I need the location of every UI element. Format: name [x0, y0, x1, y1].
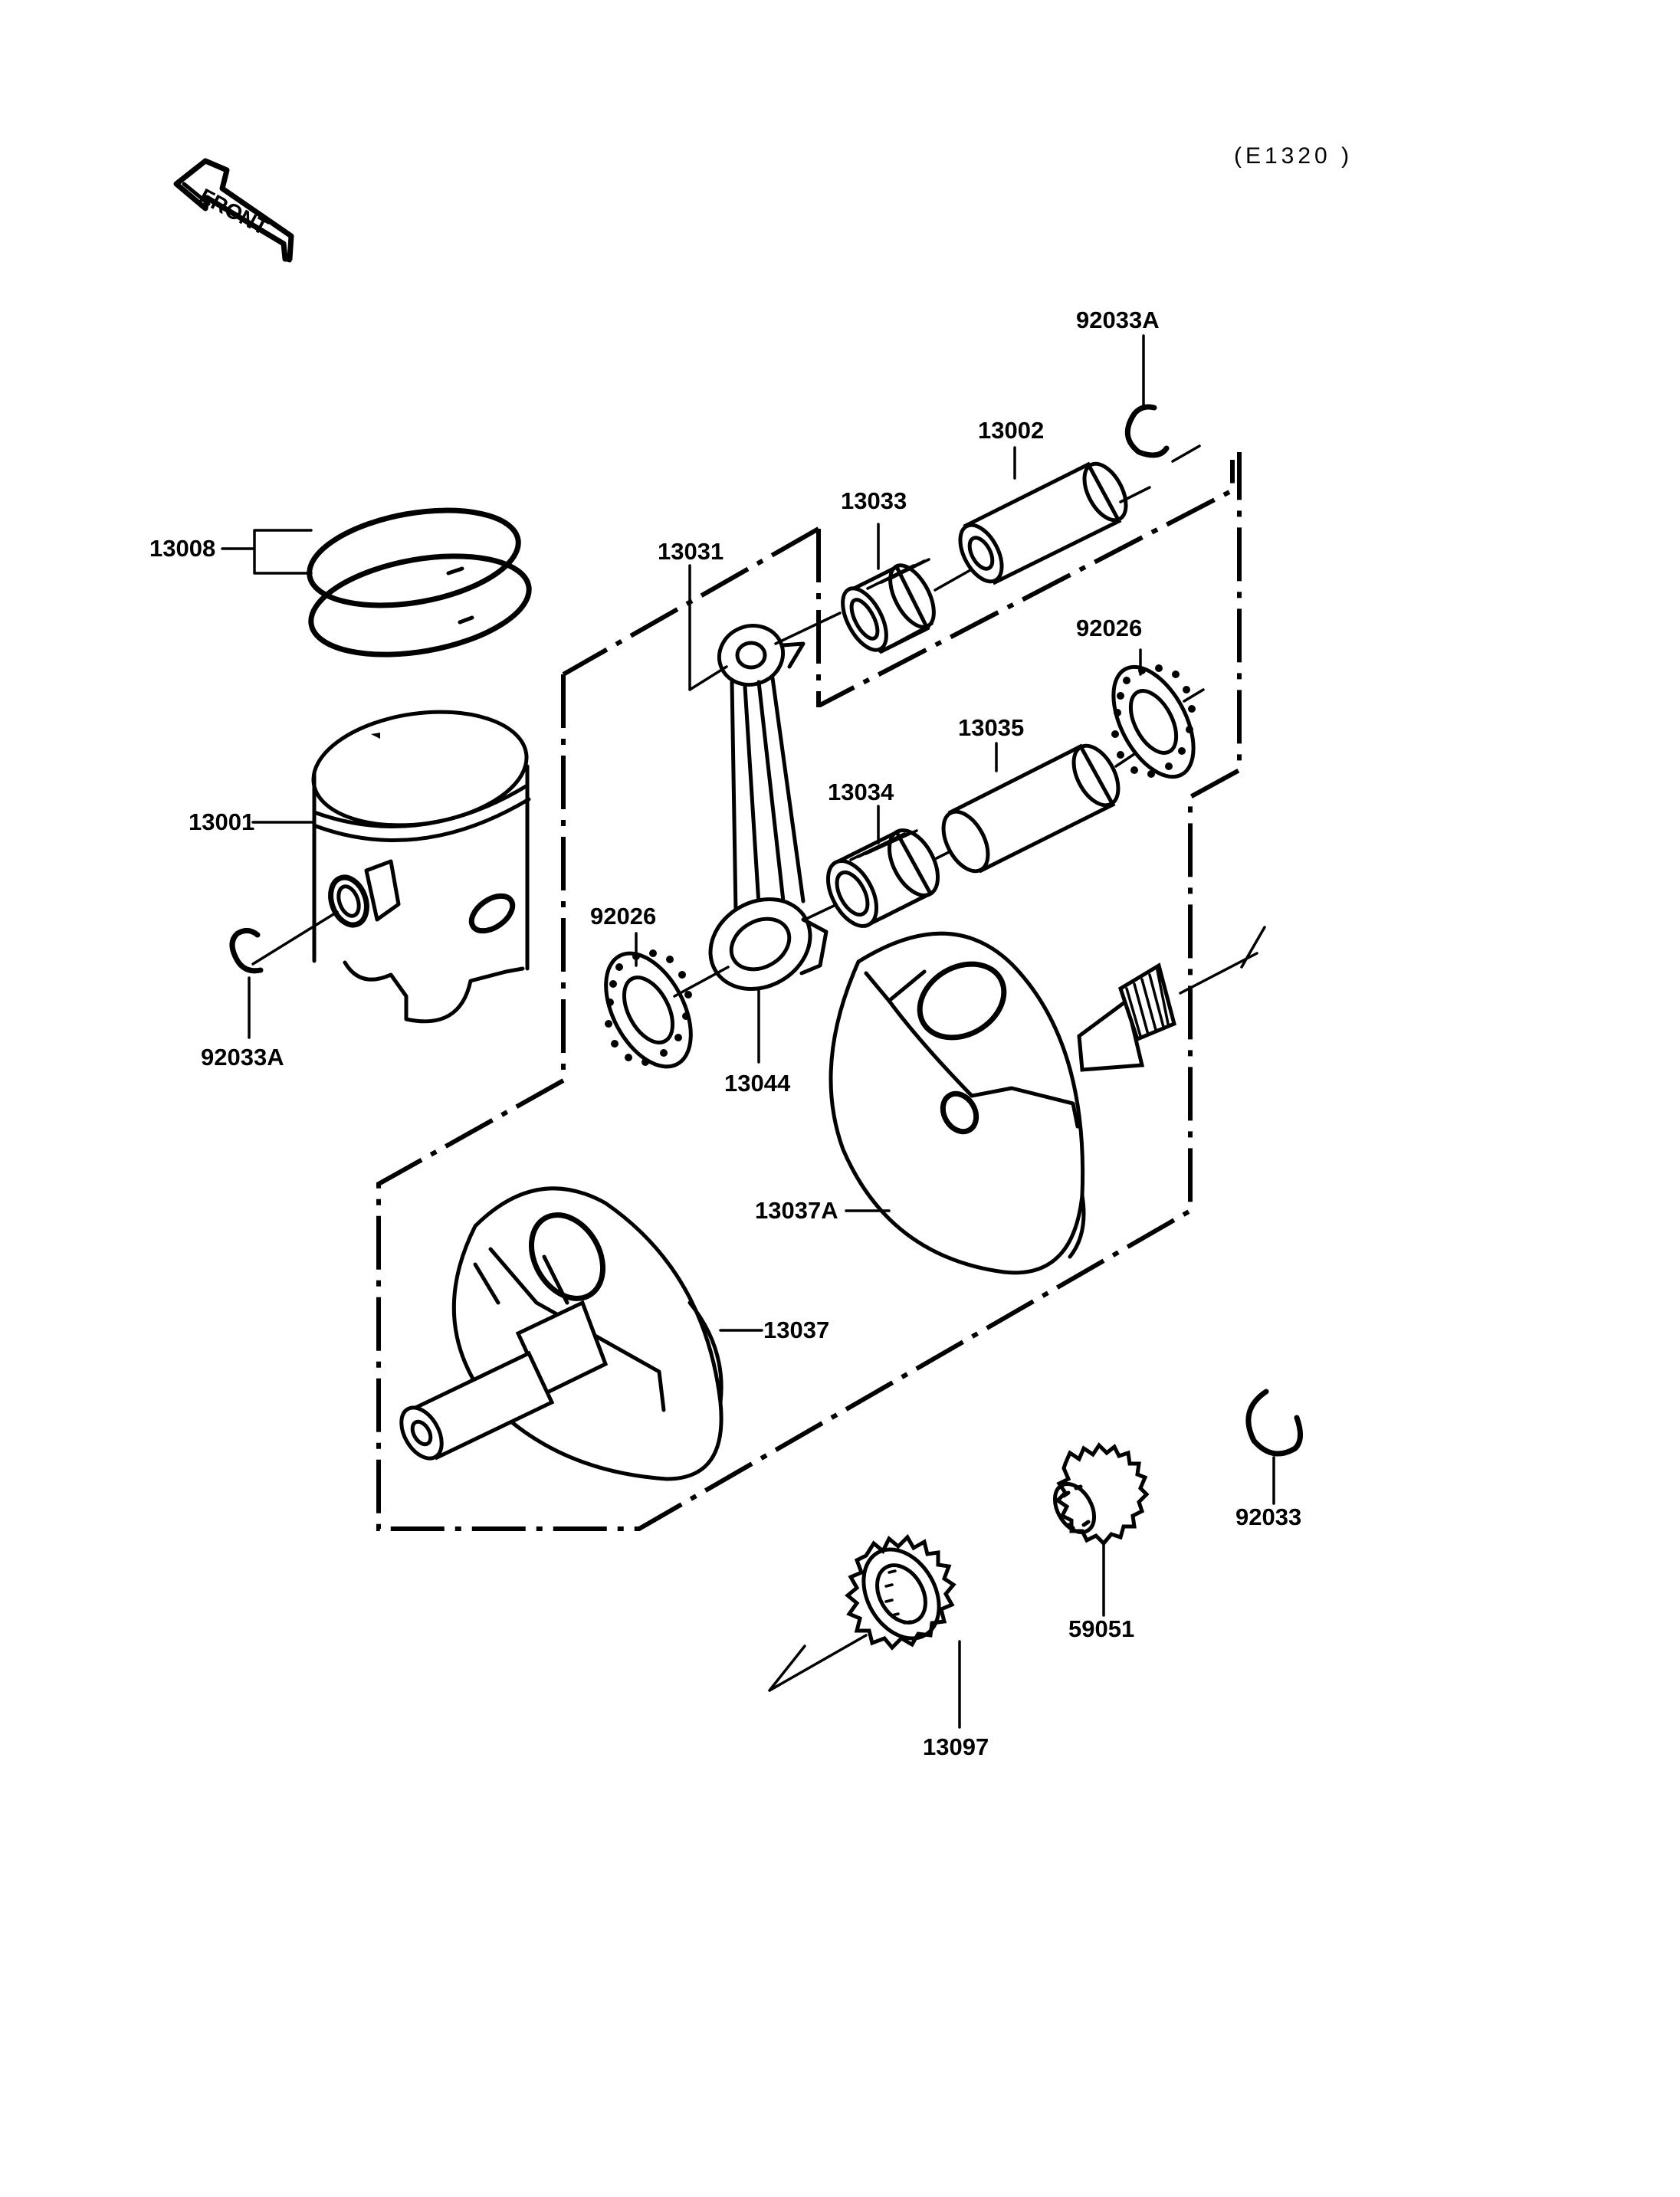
part-label-13044: 13044: [724, 1070, 791, 1097]
part-label-13037A: 13037A: [755, 1197, 838, 1224]
part-label-13008: 13008: [149, 535, 215, 562]
leader-13031: [688, 564, 728, 691]
part-label-13035: 13035: [958, 714, 1024, 741]
part-label-13097: 13097: [923, 1733, 989, 1760]
part-label-92033A-left: 92033A: [201, 1044, 284, 1071]
crank-half-left: [399, 1186, 724, 1481]
part-label-92026-right: 92026: [1076, 615, 1142, 641]
part-label-13002: 13002: [978, 417, 1044, 444]
part-label-13033: 13033: [841, 487, 907, 514]
circlip-right: [1245, 1389, 1303, 1457]
crank-half-right: [829, 931, 1176, 1275]
part-label-13034: 13034: [828, 779, 894, 805]
front-arrow-icon: FRONT: [173, 158, 294, 263]
crank-pin: [941, 743, 1121, 874]
part-label-13001: 13001: [189, 808, 254, 835]
piston-pin: [958, 461, 1128, 585]
part-label-92026-left: 92026: [590, 903, 656, 930]
big-end-needle-bearing: [825, 828, 940, 928]
circlip-top: [1124, 404, 1170, 458]
part-label-13037: 13037: [763, 1317, 829, 1343]
front-arrow-label: FRONT: [195, 184, 272, 240]
piston-rings: [307, 507, 532, 657]
gear-59051: [1052, 1442, 1150, 1546]
part-label-13031: 13031: [658, 538, 724, 565]
reference-code: (E1320 ): [1234, 143, 1353, 169]
circlip-left: [229, 928, 264, 974]
thrust-washer-left: [604, 949, 693, 1069]
thrust-washer-right: [1111, 664, 1196, 779]
small-end-needle-bearing: [841, 558, 936, 654]
leader-13008: [221, 529, 313, 575]
part-label-92033: 92033: [1235, 1503, 1301, 1530]
part-label-59051: 59051: [1068, 1615, 1134, 1642]
part-label-92033A-top: 92033A: [1076, 307, 1160, 333]
connecting-rod: [708, 624, 829, 992]
gear-13097: [845, 1533, 956, 1651]
piston: [311, 710, 531, 1024]
